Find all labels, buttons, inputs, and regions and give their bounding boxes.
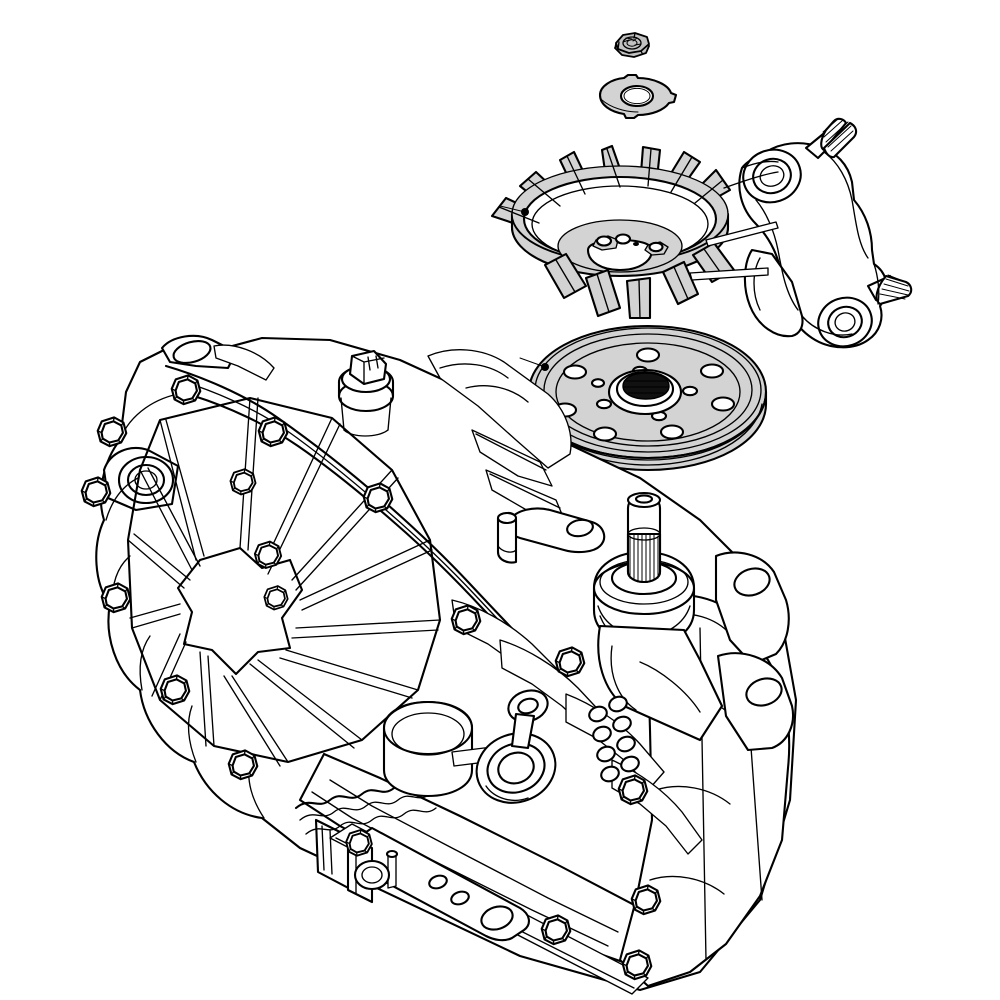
fan-pointer-spokes xyxy=(689,171,779,281)
fan-hub-bosses xyxy=(592,233,669,256)
part-control-lever xyxy=(496,507,606,564)
part-hex-flange-lock-nut xyxy=(614,32,650,58)
wheel-stud-lower xyxy=(866,274,913,306)
axle-bearing-eye xyxy=(475,732,557,804)
housing-rib-web xyxy=(126,396,442,767)
part-vent-fill-cap xyxy=(337,349,395,437)
part-tab-lock-washer xyxy=(598,73,678,120)
part-cooling-fin-cluster xyxy=(588,695,640,783)
pulley-lightening-holes xyxy=(552,347,736,442)
fin-column-a xyxy=(588,705,620,783)
part-bearing-bosses xyxy=(382,689,557,804)
part-cooling-fan xyxy=(490,144,779,320)
wheel-stud-upper xyxy=(804,117,858,160)
fin-column-b xyxy=(608,695,640,773)
part-input-shaft xyxy=(592,491,724,742)
housing-perimeter-bosses xyxy=(102,334,275,512)
small-pivot-boss xyxy=(507,689,549,750)
part-drive-pulley xyxy=(519,324,768,506)
part-mounting-bracket xyxy=(346,826,530,942)
